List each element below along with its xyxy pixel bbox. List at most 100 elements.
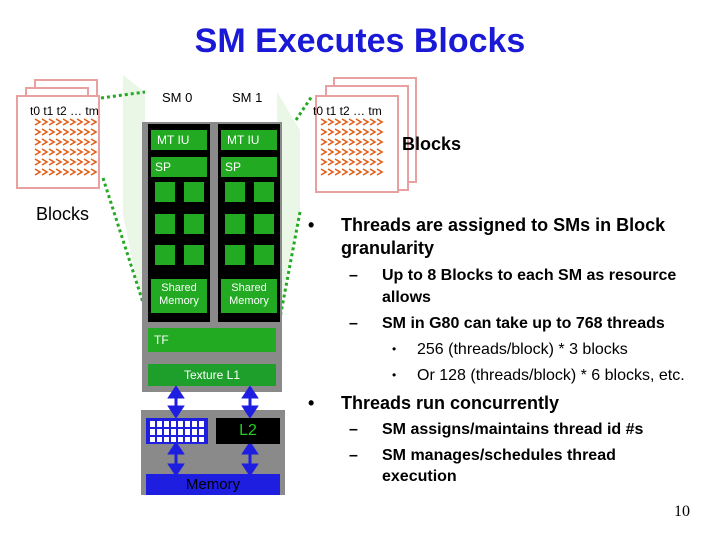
- thread-arrow: [376, 118, 384, 126]
- bullet-2-line1: Threads run concurrently: [341, 393, 560, 413]
- sub-2-2-line2: execution: [382, 468, 457, 485]
- thread-arrow: [62, 118, 70, 126]
- thread-arrow: [362, 138, 370, 146]
- thread-arrow: [55, 138, 63, 146]
- thread-arrow: [376, 158, 384, 166]
- thread-ids-right: t0 t1 t2 … tm: [313, 104, 382, 118]
- slide-title: SM Executes Blocks: [194, 22, 526, 60]
- shared-memory-line1: Shared: [231, 282, 267, 294]
- sub-2-1-marker: –: [349, 421, 358, 438]
- thread-arrow: [341, 148, 349, 156]
- thread-arrow: [76, 148, 84, 156]
- thread-arrow: [348, 128, 356, 136]
- bullet-1-line1: Threads are assigned to SMs in Block: [341, 215, 666, 235]
- thread-arrow: [62, 128, 70, 136]
- thread-arrow: [48, 168, 56, 176]
- thread-arrow: [90, 158, 98, 166]
- thread-arrow: [334, 118, 342, 126]
- thread-arrow: [41, 118, 49, 126]
- thread-arrow: [320, 138, 328, 146]
- thread-arrow: [41, 138, 49, 146]
- thread-arrow: [376, 128, 384, 136]
- thread-arrow: [320, 118, 328, 126]
- thread-arrow: [334, 138, 342, 146]
- thread-arrow: [334, 158, 342, 166]
- thread-arrow: [355, 158, 363, 166]
- thread-arrow: [362, 158, 370, 166]
- sm1-mt-iu: MT IU: [221, 130, 277, 150]
- sub-1-2-line1: SM in G80 can take up to 768 threads: [382, 315, 665, 332]
- thread-arrow: [69, 158, 77, 166]
- sm0-sp: SP: [151, 157, 207, 177]
- blocks-label-right: Blocks: [402, 134, 462, 154]
- sm1-sp: SP: [221, 157, 277, 177]
- thread-arrow: [41, 168, 49, 176]
- thread-arrow: [327, 148, 335, 156]
- thread-arrow: [369, 158, 377, 166]
- bullet-1-marker: •: [308, 215, 315, 235]
- sub-2-2-line1: SM manages/schedules thread: [382, 447, 616, 464]
- thread-arrow: [327, 168, 335, 176]
- thread-arrow: [341, 168, 349, 176]
- thread-arrow: [76, 118, 84, 126]
- sub-2-2-marker: –: [349, 447, 358, 464]
- thread-arrow: [83, 118, 91, 126]
- subsub-2-marker: •: [392, 368, 397, 382]
- thread-arrow: [90, 138, 98, 146]
- blocks-label-left: Blocks: [36, 204, 90, 224]
- thread-arrow: [320, 158, 328, 166]
- thread-arrow: [369, 148, 377, 156]
- thread-arrow: [76, 138, 84, 146]
- thread-arrow: [355, 168, 363, 176]
- thread-arrow: [320, 168, 328, 176]
- thread-arrow: [348, 148, 356, 156]
- thread-arrow: [62, 148, 70, 156]
- thread-arrow: [48, 158, 56, 166]
- thread-arrow: [327, 138, 335, 146]
- thread-arrow: [341, 118, 349, 126]
- bullet-1-line2: granularity: [341, 238, 435, 258]
- thread-arrow: [341, 138, 349, 146]
- sm1-shared-memory: Shared Memory: [221, 279, 277, 313]
- thread-arrow: [55, 158, 63, 166]
- thread-arrows-left: [34, 118, 98, 176]
- thread-arrow: [34, 158, 42, 166]
- sub-1-1-line1: Up to 8 Blocks to each SM as resource: [382, 267, 677, 284]
- thread-arrow: [320, 128, 328, 136]
- thread-arrow: [348, 158, 356, 166]
- thread-arrow: [90, 128, 98, 136]
- sm0-mt-iu: MT IU: [151, 130, 207, 150]
- thread-arrow: [41, 158, 49, 166]
- sub-1-2-marker: –: [349, 315, 358, 332]
- thread-ids-left: t0 t1 t2 … tm: [30, 104, 99, 118]
- thread-arrow: [83, 128, 91, 136]
- texture-filter: TF: [148, 328, 276, 352]
- thread-arrow: [90, 118, 98, 126]
- thread-arrow: [348, 118, 356, 126]
- thread-arrow: [376, 168, 384, 176]
- thread-arrow: [320, 148, 328, 156]
- thread-arrow: [83, 138, 91, 146]
- sub-2-1-line1: SM assigns/maintains thread id #s: [382, 421, 644, 438]
- thread-arrows-right: [320, 118, 384, 176]
- thread-arrow: [376, 138, 384, 146]
- subsub-1-marker: •: [392, 342, 397, 356]
- sm0-shared-memory: Shared Memory: [151, 279, 207, 313]
- thread-arrow: [55, 148, 63, 156]
- thread-arrow: [48, 148, 56, 156]
- thread-arrow: [34, 118, 42, 126]
- shared-memory-line1: Shared: [161, 282, 197, 294]
- thread-arrow: [369, 168, 377, 176]
- right-assignment-region: [277, 92, 300, 320]
- sub-1-1-line2: allows: [382, 289, 431, 306]
- thread-arrow: [69, 168, 77, 176]
- thread-arrow: [48, 128, 56, 136]
- thread-arrow: [348, 168, 356, 176]
- shared-memory-line2: Memory: [229, 295, 269, 307]
- thread-arrow: [69, 148, 77, 156]
- thread-arrow: [348, 138, 356, 146]
- thread-arrow: [369, 128, 377, 136]
- shared-memory-line2: Memory: [159, 295, 199, 307]
- thread-arrow: [341, 128, 349, 136]
- thread-arrow: [62, 158, 70, 166]
